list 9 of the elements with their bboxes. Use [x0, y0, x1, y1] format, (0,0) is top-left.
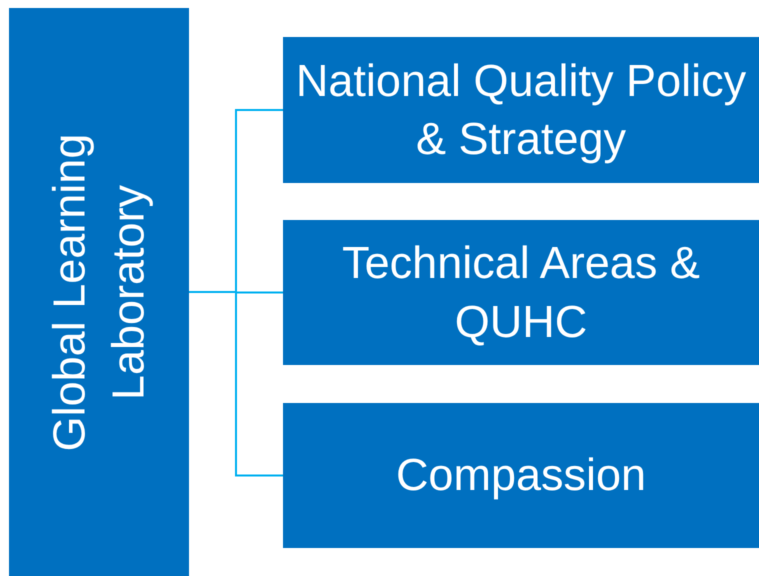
label-box	[9, 8, 189, 576]
label-box	[283, 403, 759, 548]
box-label: Compassion	[394, 448, 648, 502]
box-label: Global Learning Laboratory	[42, 132, 154, 453]
label-box	[283, 220, 759, 365]
box-label: Technical Areas & QUHC	[341, 236, 701, 348]
box-label: National Quality Policy & Strategy	[294, 54, 748, 166]
label-box	[283, 37, 759, 183]
connector-line	[189, 291, 283, 476]
